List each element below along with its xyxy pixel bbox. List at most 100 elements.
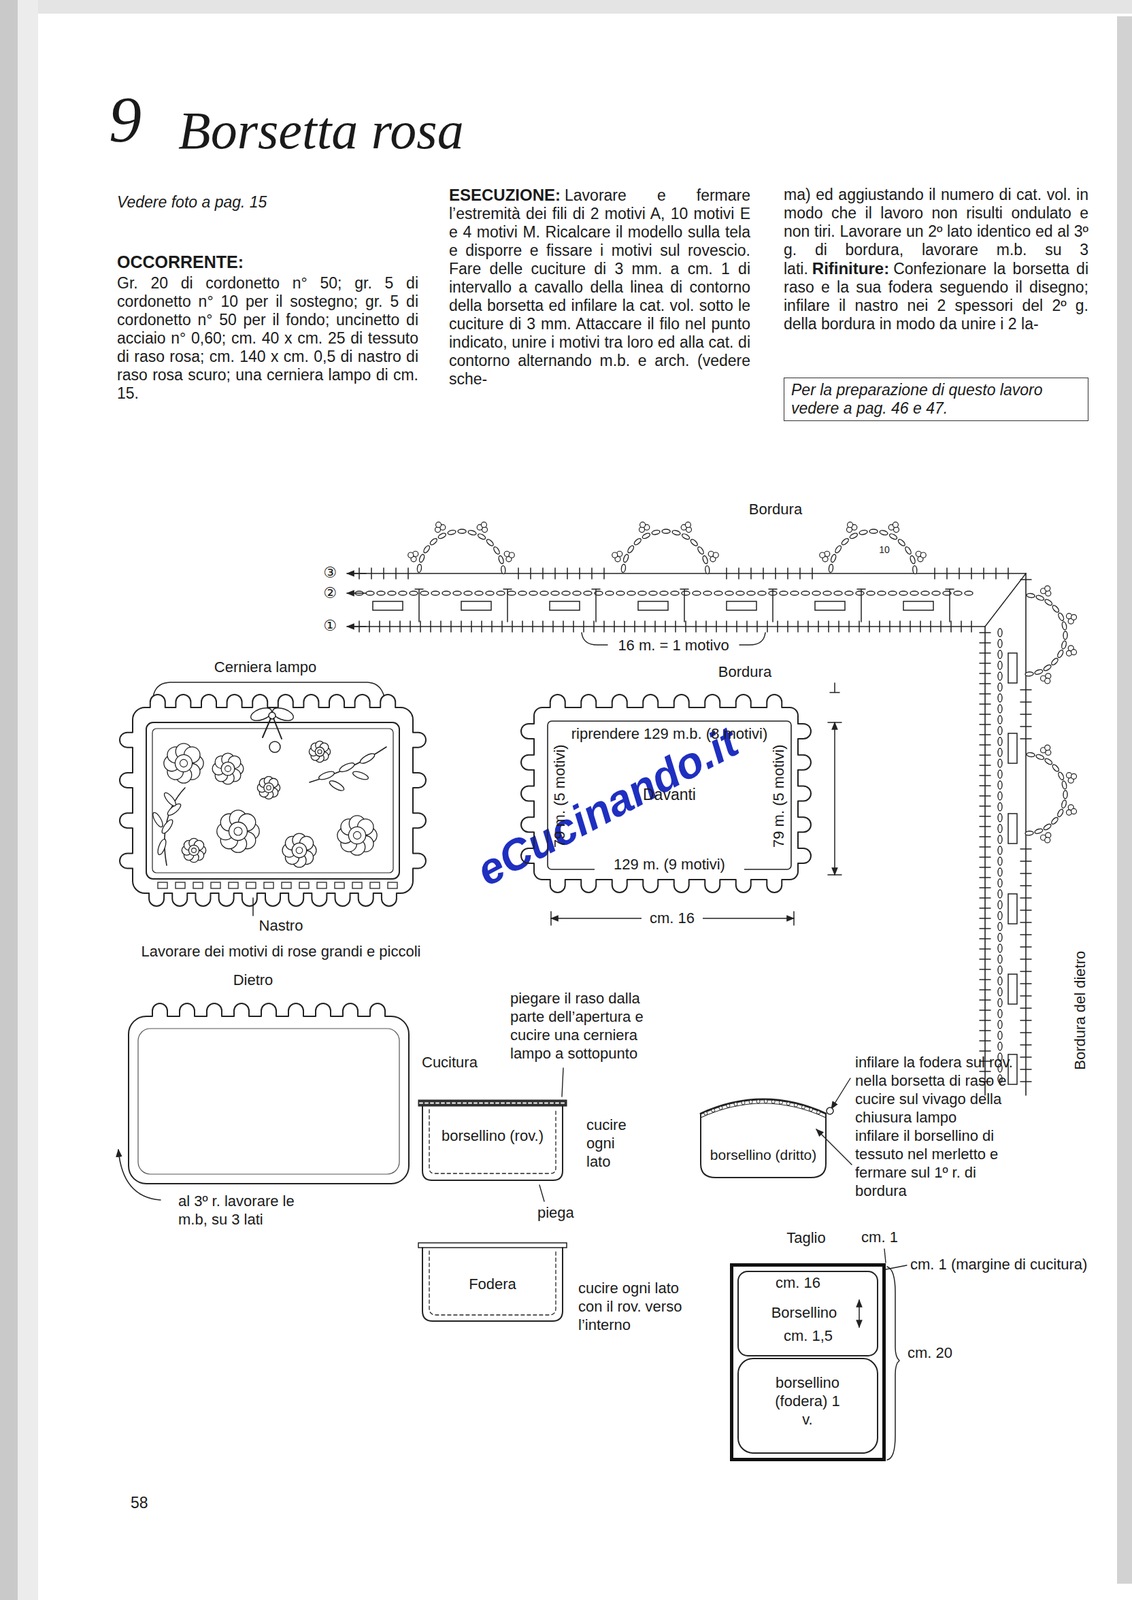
- line-art: [422, 1106, 563, 1181]
- chain-stitch: [823, 591, 832, 596]
- dimension-label: cm. 1 (margine di cucitura): [910, 1255, 1115, 1274]
- note-text: cucire ogni lato: [586, 1115, 639, 1171]
- chain-stitch: [878, 529, 888, 537]
- materials-text: Gr. 20 di cordonetto n° 50; gr. 5 di cor…: [117, 274, 419, 403]
- outline: [138, 1028, 400, 1175]
- zipper: [418, 1100, 567, 1107]
- chain-stitch: [561, 591, 571, 596]
- ribbon-slot: [193, 882, 203, 889]
- chain-stitch: [801, 591, 810, 596]
- node-text: Taglio: [772, 1229, 841, 1247]
- chain-stitch: [997, 802, 1003, 811]
- node-text: cm. 1,5: [777, 1327, 839, 1345]
- leader-line: [831, 1078, 851, 1109]
- chain-stitch: [659, 591, 669, 596]
- leaf: [358, 751, 376, 766]
- chain-stitch: [661, 529, 671, 534]
- section-heading: OCCORRENTE:: [117, 251, 419, 273]
- chain-stitch: [997, 726, 1003, 735]
- chain-stitch: [680, 532, 690, 541]
- chain-stitch: [651, 529, 661, 536]
- chain-stitch: [997, 661, 1003, 670]
- chain-stitch: [1061, 640, 1068, 649]
- chain-stitch: [834, 591, 843, 596]
- chain-stitch: [1061, 621, 1068, 630]
- row-arrow: [346, 625, 366, 628]
- chain-stitch: [476, 532, 486, 541]
- chain-stitch: [844, 591, 854, 596]
- chain-stitch: [467, 529, 477, 537]
- chain-stitch: [1056, 648, 1064, 658]
- node-text: borsellino (fodera) 1 v.: [769, 1373, 846, 1429]
- chain-stitch: [997, 976, 1003, 986]
- node-text: borsellino (dritto): [696, 1146, 830, 1164]
- chain-stitch: [997, 824, 1003, 833]
- outline: [418, 1242, 567, 1248]
- rose-center: [234, 827, 243, 836]
- ribbon-slot: [210, 882, 221, 889]
- open-stitch: [814, 601, 845, 611]
- open-stitch: [903, 601, 934, 611]
- chain-stitch: [692, 591, 701, 596]
- chain-stitch: [869, 529, 878, 534]
- zipper-tooth: [816, 1110, 820, 1115]
- node-text: borsellino (rov.): [424, 1127, 561, 1145]
- chain-stitch: [997, 868, 1003, 877]
- outline: [152, 728, 394, 873]
- chain-stitch: [997, 770, 1003, 779]
- chain-stitch: [1063, 790, 1068, 799]
- picot: [1044, 744, 1051, 751]
- section-heading: ESECUZIONE:: [448, 185, 561, 205]
- chain-stitch: [453, 591, 462, 596]
- chain-stitch: [1026, 593, 1036, 598]
- rose-center: [314, 746, 325, 757]
- outline: [146, 722, 400, 879]
- front-panel: riprendere 129 m.b. (8 motivi)79 m. (5 m…: [520, 693, 812, 894]
- picot: [1044, 585, 1051, 592]
- line-art: [984, 626, 986, 1096]
- bow: [268, 712, 276, 720]
- row-number: ①: [318, 617, 342, 635]
- rose-center: [174, 754, 192, 772]
- chain-stitch: [1056, 808, 1064, 818]
- rose-center: [191, 848, 197, 854]
- picot: [1070, 649, 1077, 656]
- chain-stitch: [463, 591, 473, 596]
- line-art: [422, 1247, 563, 1322]
- chain-stitch: [696, 546, 705, 556]
- instructions-text: Lavorare e fermare l’estremità dei fili …: [448, 186, 751, 388]
- leaf: [327, 778, 345, 793]
- chain-stitch: [638, 591, 647, 596]
- chain-stitch: [997, 900, 1003, 909]
- picot: [819, 552, 826, 558]
- chain-stitch: [703, 591, 712, 596]
- chain-stitch: [1063, 631, 1068, 640]
- zipper-pull: [826, 1107, 834, 1115]
- dimension-label: cm. 20: [907, 1344, 969, 1362]
- picot: [408, 552, 414, 558]
- node-text: Davanti: [618, 785, 721, 805]
- chain-stitch: [1051, 763, 1060, 773]
- node-text: 79 m. (5 motivi): [770, 741, 788, 851]
- bracket: [153, 682, 385, 698]
- chain-stitch: [431, 591, 440, 596]
- note-text: al 3º r. lavorare le m.b, su 3 lati: [178, 1191, 300, 1229]
- scan-edge: [0, 0, 18, 1600]
- lining-box: Fodera: [418, 1242, 567, 1327]
- chain-stitch: [540, 591, 549, 596]
- chain-stitch: [997, 955, 1003, 964]
- dimension-label: cm. 16: [641, 909, 703, 928]
- open-stitch: [372, 601, 403, 611]
- chain-stitch: [485, 538, 495, 547]
- single-crochet: [979, 632, 991, 1082]
- line-art: [353, 625, 986, 628]
- chain-stitch: [605, 591, 614, 596]
- ribbon-slot: [228, 882, 239, 889]
- chain-stitch: [1051, 604, 1060, 613]
- lace-edge: [119, 694, 426, 907]
- rose-center: [353, 831, 361, 839]
- brace: [739, 632, 766, 645]
- text-column: ESECUZIONE:Lavorare e fermare l’estremit…: [448, 185, 751, 389]
- chain-stitch: [888, 532, 898, 541]
- node-text: Per la preparazione di questo lavoro ved…: [791, 380, 1081, 418]
